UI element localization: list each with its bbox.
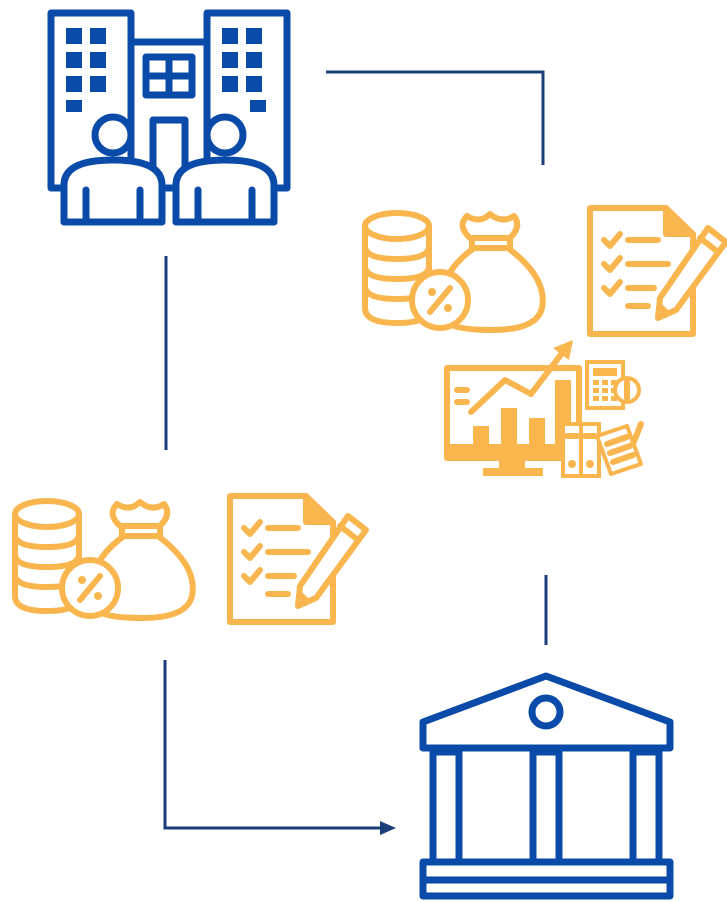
money-coins-bag-icon [15, 501, 193, 618]
bank-building-icon [419, 672, 674, 900]
analytics-monitor-chart-icon [444, 340, 644, 478]
arrowhead-icon [380, 821, 396, 835]
contract-document-pen-icon [590, 208, 726, 334]
connector-left-cluster-to-bank [163, 660, 396, 835]
contract-document-pen-icon [230, 496, 366, 622]
connector-company-to-top-right [326, 70, 545, 165]
office-buildings-people-icon [47, 9, 291, 226]
money-coins-bag-icon [365, 213, 543, 330]
